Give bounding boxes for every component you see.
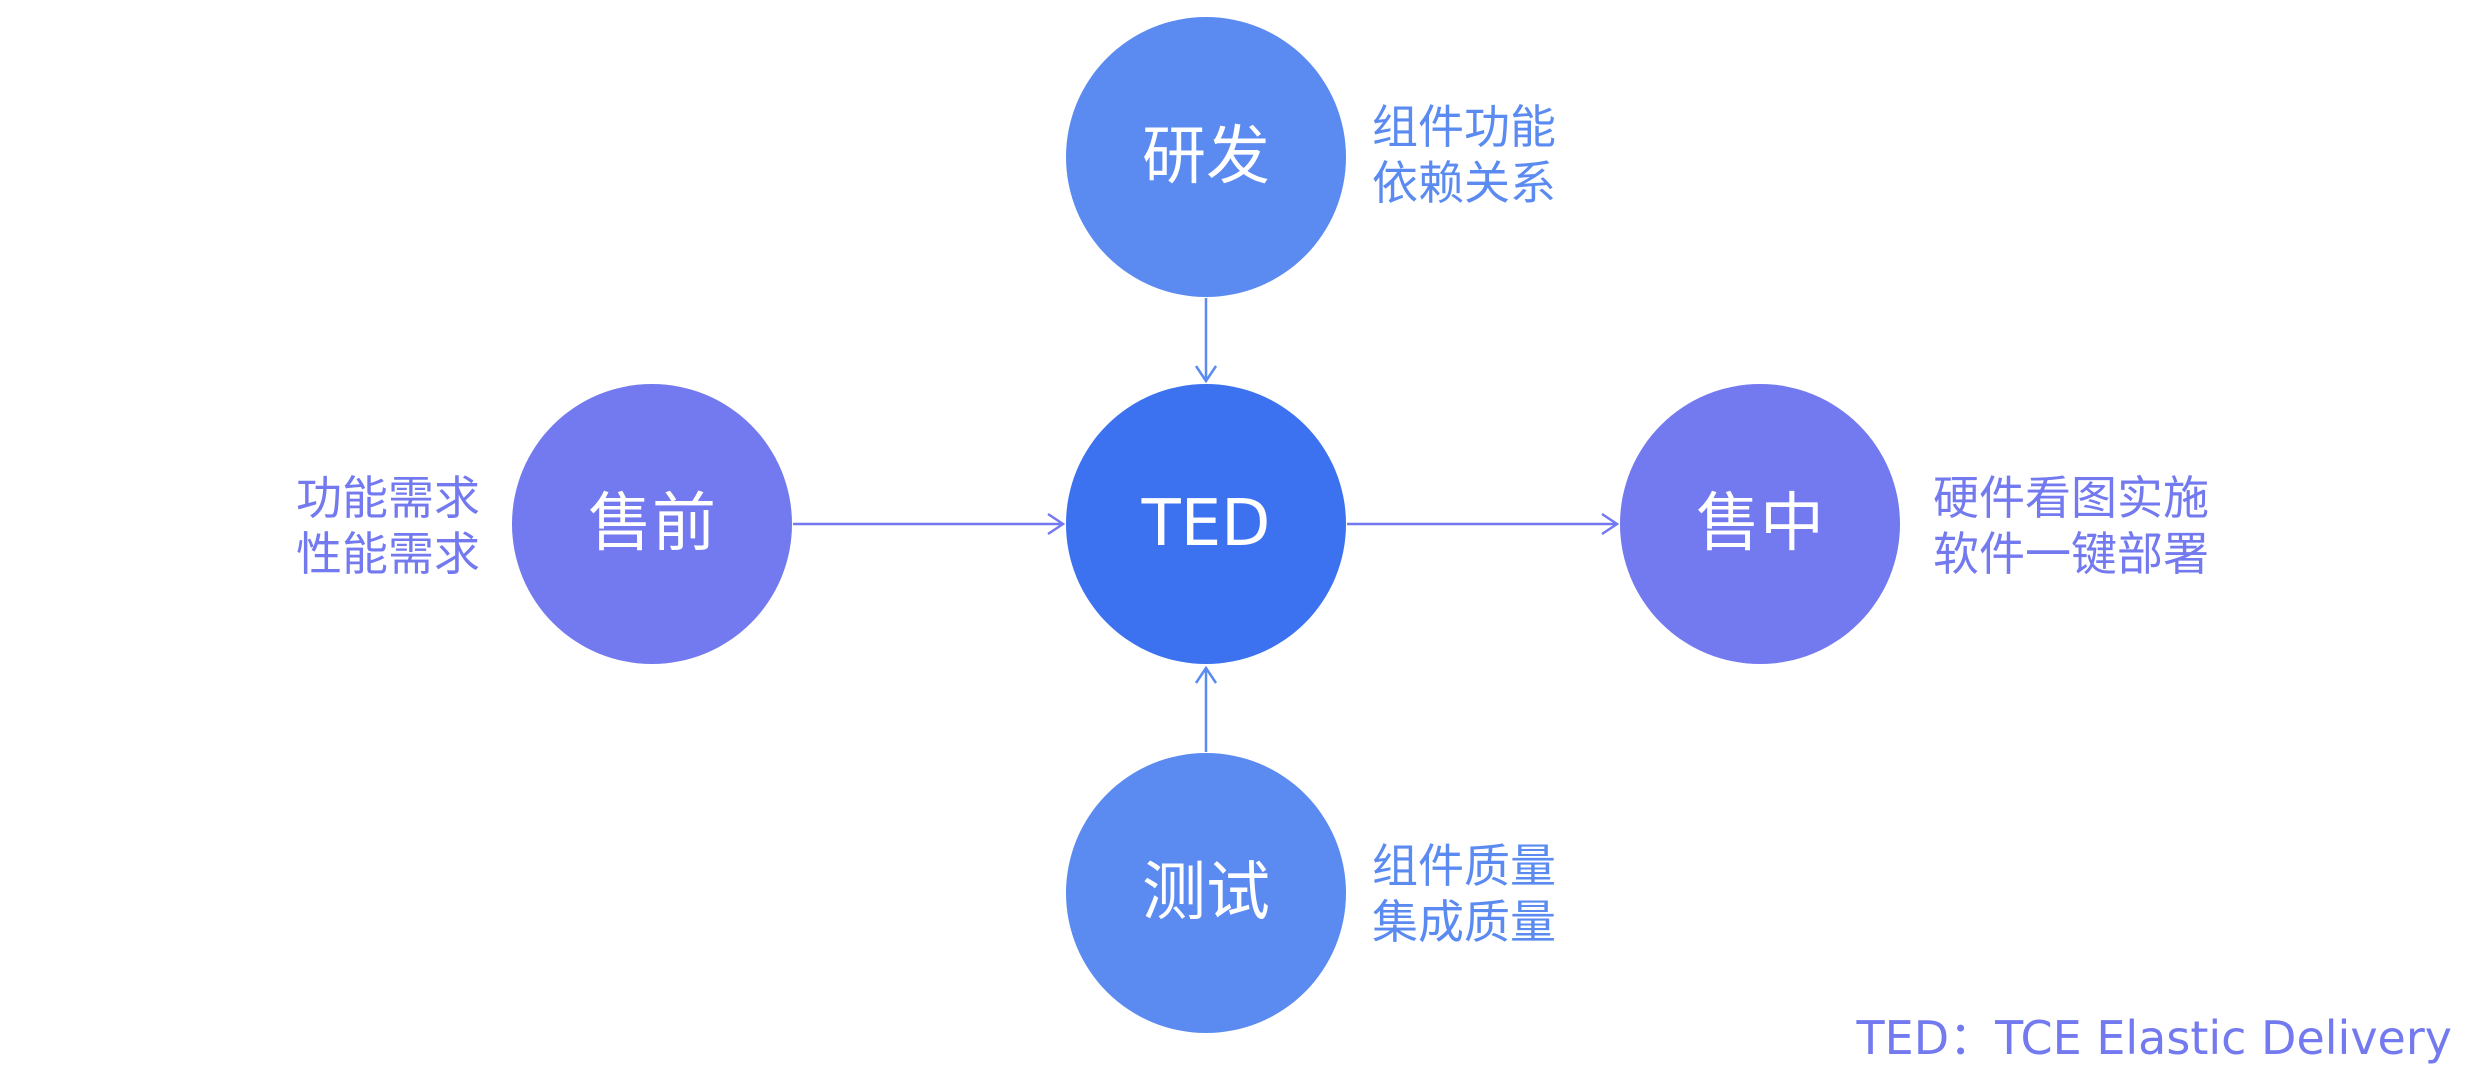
node-rd-notes: 组件功能 依赖关系 (1372, 99, 1556, 211)
node-presales: 售前 (512, 384, 792, 664)
node-testing-notes: 组件质量 集成质量 (1372, 838, 1556, 950)
node-ted-center: TED (1066, 384, 1346, 664)
note-line: 组件质量 (1372, 839, 1556, 893)
node-presales-notes: 功能需求 性能需求 (296, 470, 480, 582)
note-line: 硬件看图实施 (1933, 471, 2209, 525)
node-rd-label: 研发 (1142, 120, 1270, 194)
note-line: 软件一键部署 (1933, 527, 2209, 581)
node-testing-label: 测试 (1142, 856, 1270, 930)
arrow-center-to-right (1347, 512, 1620, 536)
node-rd: 研发 (1066, 17, 1346, 297)
note-line: 功能需求 (296, 471, 480, 525)
note-line: 性能需求 (296, 527, 480, 581)
arrow-bottom-to-center (1194, 665, 1218, 752)
note-line: 组件功能 (1372, 100, 1556, 154)
note-line: 集成质量 (1372, 895, 1556, 949)
node-in-sales-notes: 硬件看图实施 软件一键部署 (1933, 470, 2209, 582)
note-line: 依赖关系 (1372, 156, 1556, 210)
arrow-left-to-center (793, 512, 1066, 536)
arrow-top-to-center (1194, 298, 1218, 384)
node-testing: 测试 (1066, 753, 1346, 1033)
node-ted-label: TED (1141, 487, 1271, 561)
node-in-sales: 售中 (1620, 384, 1900, 664)
node-in-sales-label: 售中 (1696, 487, 1824, 561)
footer-definition: TED：TCE Elastic Delivery (1856, 1011, 2452, 1065)
node-presales-label: 售前 (588, 487, 716, 561)
